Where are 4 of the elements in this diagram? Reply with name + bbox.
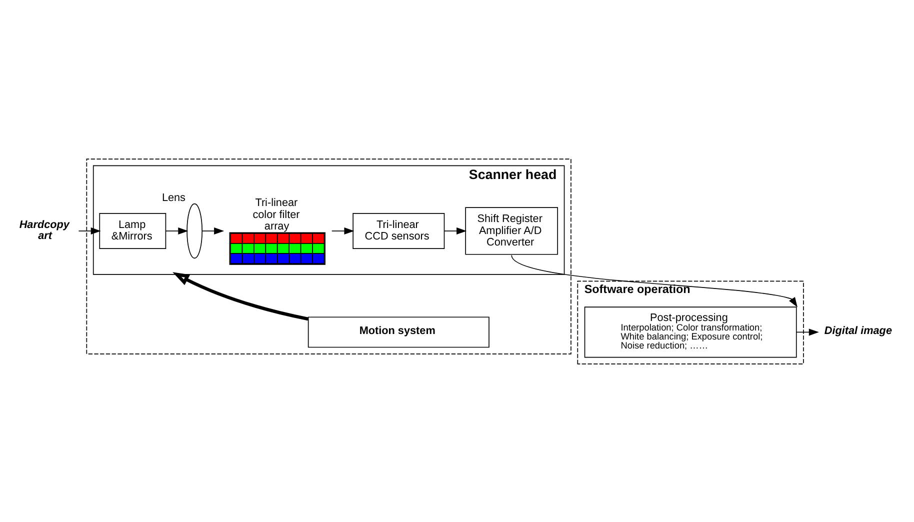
node-text: Digital image: [824, 324, 892, 337]
node-text: Hardcopy art: [19, 218, 70, 242]
node-label: Tri-linear color filter array: [252, 196, 300, 232]
node-label: Lens: [162, 191, 186, 204]
